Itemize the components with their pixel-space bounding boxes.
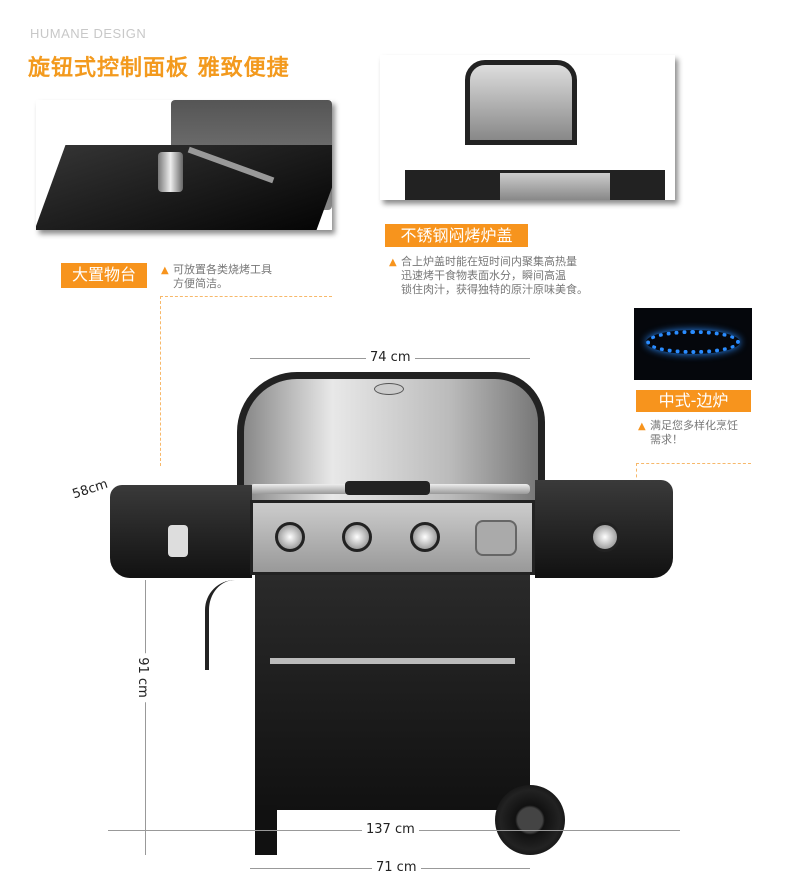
knob (342, 522, 372, 552)
towel-bar (270, 658, 515, 664)
dashed-divider (160, 296, 161, 466)
dimension-cart-width: 71 cm (372, 860, 421, 875)
triangle-icon: ▲ (389, 257, 397, 268)
feature-label-shelf: 大置物台 (61, 263, 147, 288)
eyebrow-text: HUMANE DESIGN (30, 26, 147, 41)
triangle-icon: ▲ (638, 421, 646, 432)
side-burner-flame-photo (634, 308, 752, 380)
knob (410, 522, 440, 552)
knob (275, 522, 305, 552)
feature-label-lid: 不锈钢闷烤炉盖 (385, 224, 528, 247)
feature-desc-lid: ▲ 合上炉盖时能在短时间内聚集高热量 迅速烤干食物表面水分，瞬间高温 锁住肉汁，… (389, 255, 588, 296)
thermometer-icon (374, 383, 404, 395)
dashed-divider (160, 296, 332, 297)
side-burner-knob (590, 522, 620, 552)
triangle-icon: ▲ (161, 265, 169, 276)
igniter (475, 520, 517, 556)
dashed-divider (636, 463, 751, 464)
page-title: 旋钮式控制面板 雅致便捷 (28, 55, 290, 81)
dimension-height: 91 cm (132, 653, 152, 702)
side-shelf-photo (36, 100, 332, 230)
dimension-lid-width: 74 cm (366, 350, 415, 365)
dashed-divider (636, 463, 637, 483)
feature-label-side-burner: 中式-边炉 (636, 390, 751, 412)
dimension-total-width: 137 cm (362, 822, 419, 837)
dimension-line (145, 580, 146, 855)
wheel-icon (495, 785, 565, 855)
grill-lid (237, 372, 545, 502)
open-lid-photo (380, 55, 675, 200)
feature-desc-shelf: ▲ 可放置各类烧烤工具 方便简洁。 (161, 263, 272, 290)
feature-desc-side-burner: ▲ 满足您多样化烹饪 需求！ (638, 419, 738, 446)
cart-cabinet (255, 575, 530, 810)
